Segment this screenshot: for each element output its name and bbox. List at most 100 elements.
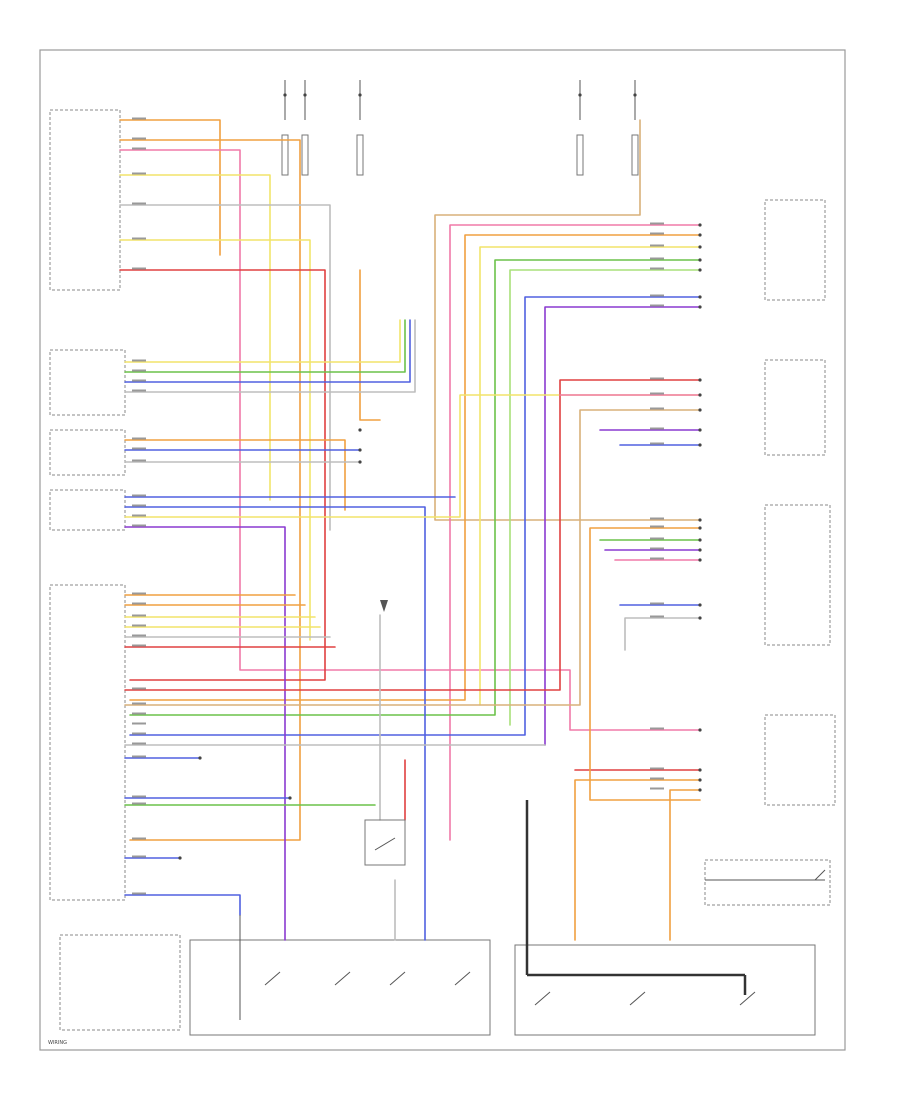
pin-label-mark [650, 222, 664, 225]
wire-gray-2 [124, 319, 416, 393]
pin-label-mark [132, 369, 146, 372]
seat-motor-box [59, 934, 181, 1031]
wire-lgreen-1 [509, 269, 701, 726]
driver-seat-module-box [49, 584, 126, 901]
wire-orange-5 [124, 439, 346, 511]
connector-dot [698, 443, 702, 447]
wire-gray-1 [119, 204, 331, 531]
wire-green-1 [129, 259, 701, 716]
connector-dot [698, 245, 702, 249]
pin-label-mark [132, 267, 146, 270]
memory-switch-box [49, 109, 121, 291]
pin-label-mark [132, 722, 146, 725]
right-components [189, 199, 836, 1036]
wire-harness [119, 119, 701, 941]
pin-label-mark [132, 702, 146, 705]
wire-blue-2 [124, 319, 411, 383]
ignition-module-box [764, 714, 836, 806]
pin-label-mark [132, 712, 146, 715]
pin-label-mark [132, 359, 146, 362]
pin-label-mark [132, 602, 146, 605]
pin-label-mark [132, 202, 146, 205]
seat-sensor-box [49, 349, 126, 416]
reclining-box [49, 489, 126, 531]
pin-label-mark [650, 244, 664, 247]
pin-label-mark [132, 379, 146, 382]
diagram-frame [39, 49, 846, 1051]
pin-label-mark [650, 602, 664, 605]
wire-green-2 [124, 319, 406, 373]
wire-yellow-4 [124, 319, 401, 363]
connector-dot [698, 728, 702, 732]
wire-red-1 [119, 269, 326, 681]
pin-label-mark [132, 837, 146, 840]
pin-label-mark [650, 767, 664, 770]
connector-dot [698, 305, 702, 309]
wire-yellow-5 [124, 394, 701, 518]
connector-dot [698, 538, 702, 542]
pin-label-mark [650, 787, 664, 790]
pin-label-mark [132, 514, 146, 517]
pin-label-mark [650, 557, 664, 560]
pin-label-mark [132, 855, 146, 858]
wire-orange-1 [119, 119, 221, 256]
wire-violet-2 [124, 526, 286, 941]
pin-label-mark [650, 392, 664, 395]
left-components [49, 109, 181, 1031]
connector-dot [358, 428, 362, 432]
pin-label-mark [132, 892, 146, 895]
pin-label-mark [132, 524, 146, 527]
pin-label-mark [650, 777, 664, 780]
pin-label-mark [650, 294, 664, 297]
pin-label-mark [132, 504, 146, 507]
wire-orange-10 [589, 527, 701, 801]
wire-pink-1 [119, 149, 701, 731]
connector-dot [198, 756, 202, 760]
switch-symbols [239, 600, 826, 1020]
pin-label-mark [650, 377, 664, 380]
wire-orange-2 [119, 139, 301, 841]
pin-label-mark [650, 547, 664, 550]
wire-blue-10 [124, 894, 241, 916]
lumbar-box [49, 429, 126, 476]
pin-label-mark [132, 634, 146, 637]
connector-dot [288, 796, 292, 800]
connector-dot [698, 258, 702, 262]
wire-red-3 [124, 379, 701, 691]
fuse-feeds [281, 80, 639, 176]
pin-label-mark [132, 459, 146, 462]
connector-dot [358, 460, 362, 464]
connector-dot [698, 393, 702, 397]
pin-label-mark [132, 742, 146, 745]
wire-pink-2 [449, 224, 701, 841]
connector-dot [358, 448, 362, 452]
seat-switch-box [189, 939, 491, 1036]
pin-label-mark [132, 389, 146, 392]
wire-blue-5 [124, 506, 426, 941]
pin-label-mark [650, 304, 664, 307]
pin-label-mark [132, 624, 146, 627]
connector-dot [698, 223, 702, 227]
connector-dot [698, 788, 702, 792]
connector-dot [698, 378, 702, 382]
pin-label-mark [132, 447, 146, 450]
wire-tan-2 [124, 409, 701, 706]
connector-dot [698, 548, 702, 552]
pin-label-mark [132, 437, 146, 440]
wire-orange-4 [129, 234, 701, 701]
pin-label-mark [650, 257, 664, 260]
pin-label-mark [132, 137, 146, 140]
pin-label-mark [650, 525, 664, 528]
wire-gray-6 [624, 617, 701, 651]
mirror-switch-box-1 [764, 199, 826, 301]
pin-label-mark [650, 407, 664, 410]
pin-label-mark [650, 232, 664, 235]
wire-orange-3 [359, 269, 381, 421]
connector-dot [698, 526, 702, 530]
pin-label-mark [132, 592, 146, 595]
connector-dots [178, 223, 702, 860]
pin-label-mark [650, 537, 664, 540]
connector-dot [698, 558, 702, 562]
